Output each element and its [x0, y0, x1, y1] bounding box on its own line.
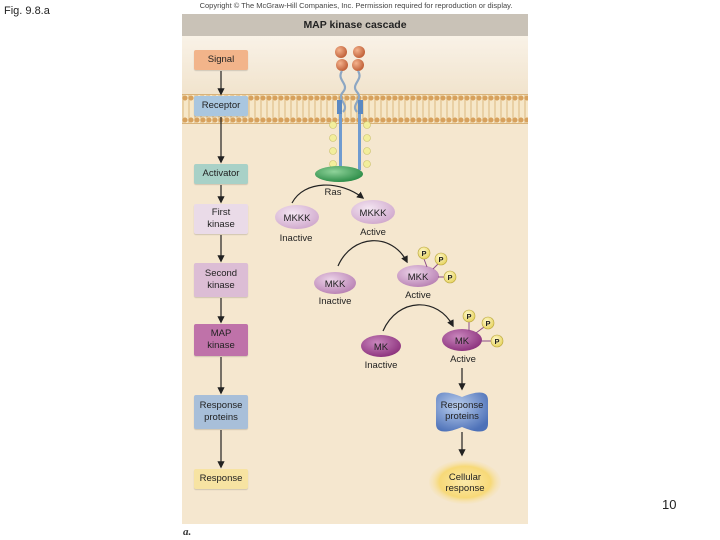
- stage-receptor: Receptor: [194, 96, 248, 116]
- copyright-notice: Copyright © The McGraw-Hill Companies, I…: [199, 1, 513, 10]
- phosphate-icon: [490, 334, 504, 348]
- response-proteins: [436, 392, 488, 432]
- stage-second-kinase: Second kinase: [194, 263, 248, 297]
- phosphate-label: P: [494, 337, 499, 346]
- mk-active-label: MK: [455, 336, 470, 347]
- stage-response-proteins: Response proteins: [194, 395, 248, 429]
- phosphate-icon: [481, 316, 495, 330]
- mkk-inactive-label: MKK: [325, 279, 346, 290]
- phosphate-label: P: [466, 312, 471, 321]
- stage-first-kinase: First kinase: [194, 204, 248, 234]
- phosphate-label: P: [421, 249, 426, 258]
- cellular-response: [429, 460, 501, 504]
- mk-phosphates: P P P: [462, 309, 504, 348]
- mkkk-active-label: MKKK: [360, 208, 388, 219]
- ras-protein: [315, 166, 363, 182]
- phosphate-label: P: [438, 255, 443, 264]
- mk-inactive-label: MK: [374, 342, 389, 353]
- diagram-title: MAP kinase cascade: [182, 14, 528, 36]
- slide-number: 10: [662, 497, 677, 512]
- ras-activation-arrow: [291, 184, 365, 204]
- phosphate-icon: [417, 246, 431, 260]
- stage-map-kinase: MAP kinase: [194, 324, 248, 356]
- stage-response: Response: [194, 469, 248, 489]
- mkk-active: [397, 265, 439, 287]
- ras-label: Ras: [325, 187, 342, 198]
- phosphate-label: P: [447, 273, 452, 282]
- mkk-active-state: Active: [405, 290, 431, 301]
- mkkk-activation-arrow: [337, 240, 408, 267]
- phosphate-icon: [434, 252, 448, 266]
- mkk-active-label: MKK: [408, 272, 429, 283]
- phosphate-icon: [462, 309, 476, 323]
- stage-signal: Signal: [194, 50, 248, 70]
- mk-active-state: Active: [450, 354, 476, 365]
- mkkk-active-state: Active: [360, 227, 386, 238]
- mkkk-inactive-label: MKKK: [284, 213, 312, 224]
- mkk-inactive-state: Inactive: [319, 296, 352, 307]
- stage-activator: Activator: [194, 164, 248, 184]
- mkk-activation-arrow: [382, 304, 454, 332]
- phosphate-label: P: [485, 319, 490, 328]
- figure-label: Fig. 9.8.a: [4, 5, 50, 17]
- mkkk-inactive-state: Inactive: [280, 233, 313, 244]
- mk-active: [442, 329, 482, 351]
- mkk-phosphates: P P P: [417, 246, 457, 284]
- mk-inactive: [361, 335, 401, 357]
- mk-inactive-state: Inactive: [365, 360, 398, 371]
- mkkk-active: [351, 200, 395, 224]
- mkk-inactive: [314, 272, 356, 294]
- panel-letter: a.: [183, 526, 192, 538]
- mkkk-inactive: [275, 205, 319, 229]
- phosphate-icon: [443, 270, 457, 284]
- receptor-dimer: [329, 46, 371, 170]
